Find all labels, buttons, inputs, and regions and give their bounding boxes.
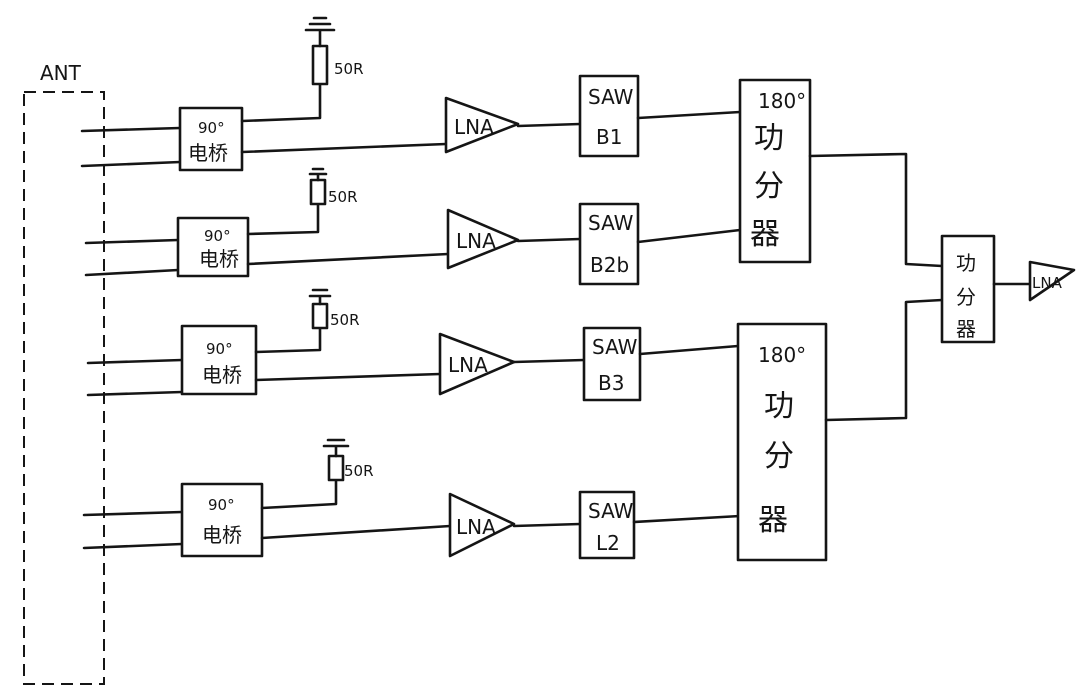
splitter-box — [738, 78, 812, 264]
saw-band: B1 — [596, 125, 622, 149]
saw-filter-b2b — [578, 202, 640, 286]
load-label: 50R — [334, 60, 364, 78]
saw-band: B3 — [598, 371, 624, 395]
wire — [516, 122, 582, 128]
lna-amplifier — [438, 332, 516, 396]
branch-4: 90° 电桥 50R LNA SAW L2 — [82, 438, 742, 560]
wire — [84, 238, 180, 245]
splitter-char: 分 — [754, 169, 784, 204]
wire — [638, 344, 740, 356]
wire — [636, 228, 742, 244]
wire — [260, 478, 338, 510]
bridge-angle: 90° — [204, 227, 231, 245]
lna-label: LNA — [454, 115, 494, 139]
saw-label: SAW — [588, 499, 634, 523]
wire — [254, 372, 442, 382]
ground-icon — [308, 288, 332, 306]
antenna-label: ANT — [40, 61, 82, 85]
bridge-name: 电桥 — [202, 523, 242, 547]
combiner-char: 功 — [956, 251, 976, 275]
saw-filter-l2 — [578, 490, 636, 560]
load-label: 50R — [328, 188, 358, 206]
load-resistor — [327, 454, 345, 482]
combiner-box — [940, 234, 996, 344]
combiner: 功 分 器 — [940, 234, 996, 344]
output-lna-label: LNA — [1032, 274, 1063, 292]
bridge-90-1 — [178, 106, 244, 172]
antenna: ANT — [23, 61, 105, 685]
wire — [84, 268, 180, 277]
wire — [260, 524, 452, 540]
bridge-name: 电桥 — [202, 363, 242, 387]
splitter-180-bottom: 180° 功 分 器 — [736, 322, 828, 562]
saw-label: SAW — [588, 211, 634, 235]
wire — [516, 237, 582, 243]
branch-2: 90° 电桥 50R LNA SAW B2b — [84, 167, 742, 286]
output-amplifier — [1028, 260, 1076, 302]
splitter-angle: 180° — [758, 343, 806, 367]
antenna-box — [23, 91, 105, 685]
load-label: 50R — [330, 311, 360, 329]
load-resistor — [311, 44, 329, 86]
splitter-box — [736, 322, 828, 562]
lna-label: LNA — [456, 229, 496, 253]
wire — [82, 542, 184, 550]
splitter-180-top: 180° 功 分 器 — [738, 78, 812, 264]
lna-label: LNA — [448, 353, 488, 377]
wire — [512, 358, 586, 364]
lna-amplifier — [448, 492, 516, 558]
wire — [246, 202, 320, 236]
ground-icon — [304, 16, 336, 48]
wire — [80, 160, 182, 168]
bridge-name: 电桥 — [188, 141, 228, 165]
wire — [246, 252, 450, 266]
wire — [808, 152, 944, 268]
wire — [254, 326, 322, 354]
bridge-angle: 90° — [206, 340, 233, 358]
bridge-angle: 90° — [208, 496, 235, 514]
wire — [86, 358, 184, 365]
combiner-char: 分 — [956, 285, 976, 309]
lna-amplifier — [446, 208, 520, 270]
saw-band: B2b — [590, 253, 629, 277]
saw-filter-b1 — [578, 74, 640, 158]
bridge-90-2 — [176, 216, 250, 278]
ground-icon — [308, 167, 328, 182]
bridge-90-3 — [180, 324, 258, 396]
splitter-char: 器 — [750, 217, 780, 252]
ground-icon — [322, 438, 350, 458]
wire — [636, 110, 742, 120]
saw-band: L2 — [596, 531, 620, 555]
splitter-angle: 180° — [758, 89, 806, 113]
lna-amplifier — [444, 96, 520, 154]
wire — [240, 82, 322, 123]
output-lna: LNA — [1028, 260, 1076, 302]
branch-3: 90° 电桥 50R LNA SAW B3 — [86, 288, 740, 402]
load-label: 50R — [344, 462, 374, 480]
branch-1: 90° 电桥 50R LNA SAW B1 — [80, 16, 742, 172]
wire — [824, 298, 944, 422]
lna-label: LNA — [456, 515, 496, 539]
bridge-angle: 90° — [198, 119, 225, 137]
saw-label: SAW — [588, 85, 634, 109]
wire — [240, 142, 448, 154]
load-resistor — [309, 178, 327, 206]
bridge-90-4 — [180, 482, 264, 558]
wire — [82, 510, 184, 517]
wire — [86, 390, 184, 397]
splitter-char: 功 — [754, 121, 784, 156]
splitter-char: 分 — [764, 439, 794, 474]
bridge-name: 电桥 — [199, 247, 239, 271]
wire — [632, 514, 742, 524]
saw-label: SAW — [592, 335, 638, 359]
splitter-char: 功 — [764, 389, 794, 424]
splitter-char: 器 — [758, 503, 788, 538]
combiner-char: 器 — [956, 317, 976, 341]
saw-filter-b3 — [582, 326, 642, 402]
load-resistor — [311, 302, 329, 330]
wire — [80, 126, 182, 133]
wire — [512, 522, 582, 528]
